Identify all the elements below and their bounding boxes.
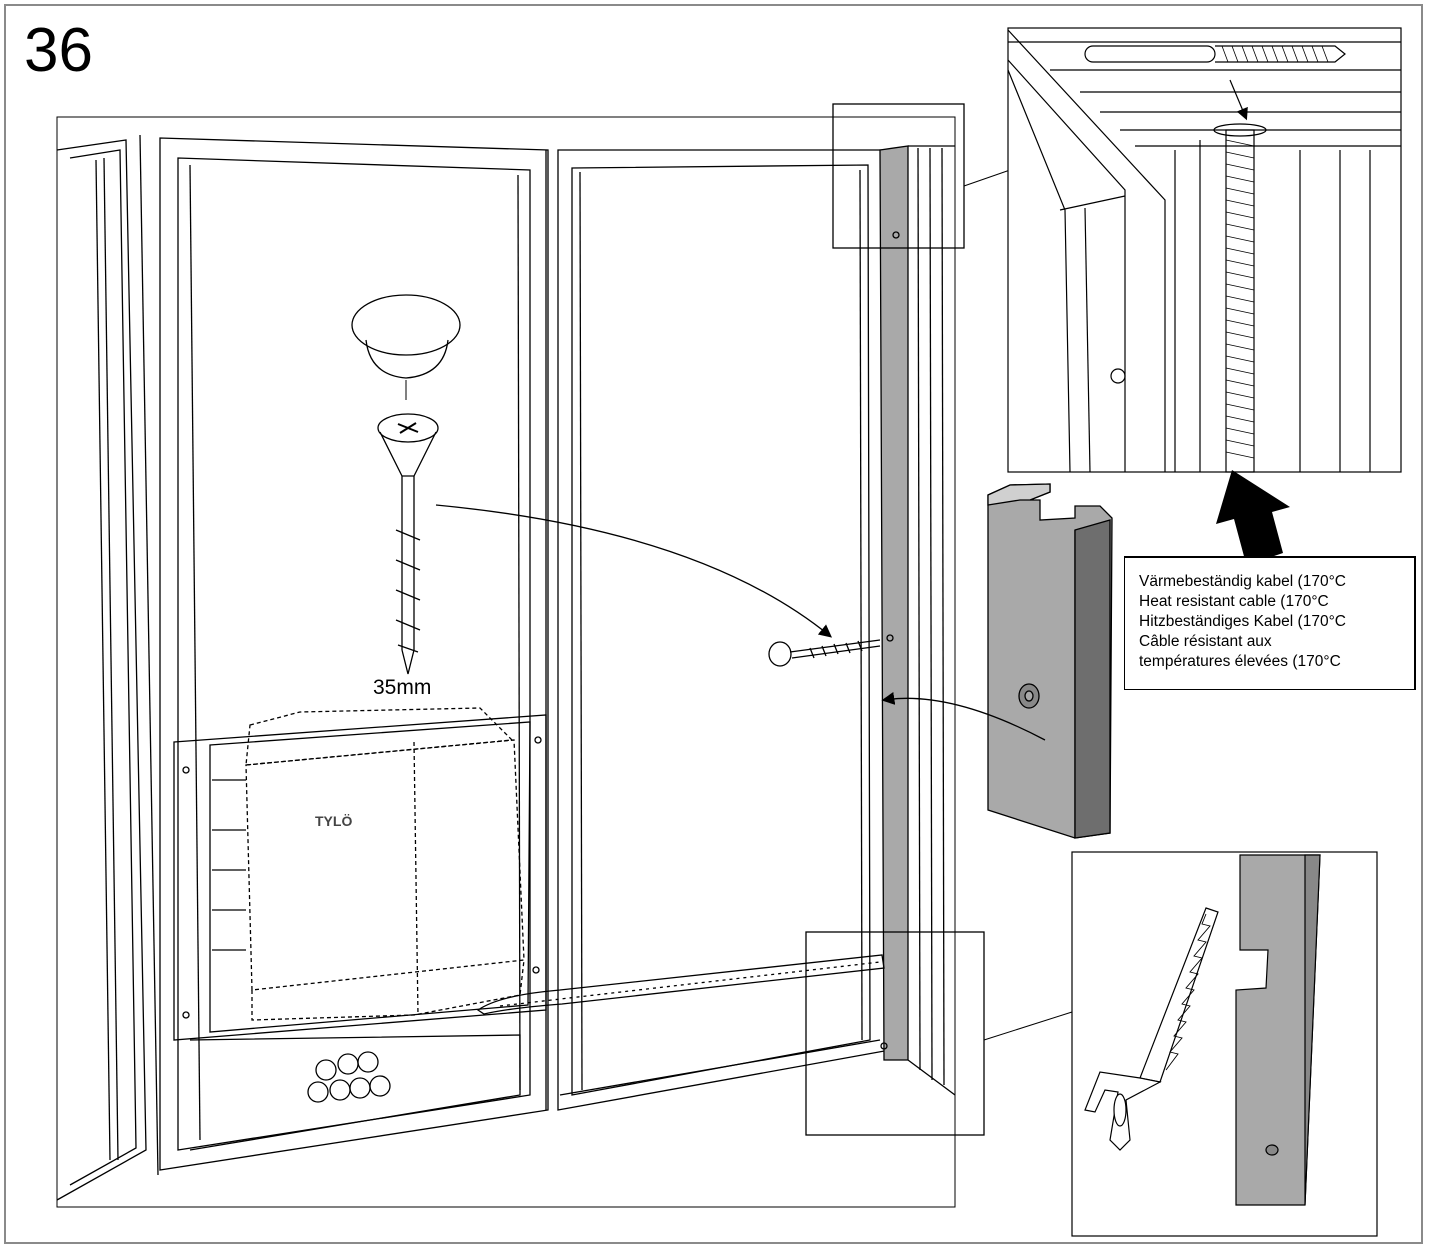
cable-note-line-fr-2: températures élevées (170°C — [1139, 653, 1341, 670]
hand-saw-icon — [1084, 907, 1219, 1151]
detail-top-right — [1007, 27, 1402, 473]
cable-note-line-de: Hitzbeständiges Kabel (170°C — [1139, 613, 1346, 630]
detail-bottom-right — [1071, 851, 1378, 1237]
step-number: 36 — [24, 16, 93, 85]
heat-resistant-cable — [476, 954, 885, 1015]
page-frame — [4, 4, 1423, 1244]
screw-35mm — [377, 413, 439, 675]
right-door-frame — [557, 149, 891, 1111]
screw-length-label: 35mm — [373, 676, 432, 699]
heater-brand-mark: TYLÖ — [315, 813, 352, 829]
cable-note-line-fr-1: Câble résistant aux — [1139, 633, 1272, 650]
detail-marker-bottom — [805, 931, 985, 1136]
left-wall-panel — [56, 139, 147, 1201]
vent-holes — [307, 1051, 391, 1103]
cable-note-box: Värmebeständig kabel (170°C Heat resista… — [1124, 556, 1416, 690]
cable-coil-vertical — [1225, 139, 1255, 459]
heater-backplate — [173, 714, 547, 1041]
cable-note-line-en: Heat resistant cable (170°C — [1139, 593, 1329, 610]
right-wall-panel — [907, 145, 956, 1096]
sauna-heater — [245, 707, 525, 1021]
small-screw — [768, 639, 881, 667]
screw-cap-plug — [351, 294, 461, 379]
main-view: TYLÖ — [56, 103, 1073, 1208]
frame-profile-piece — [881, 483, 1113, 839]
corner-post — [879, 145, 909, 1061]
left-door-frame — [139, 134, 549, 1176]
detail-marker-top — [832, 103, 965, 249]
cable-note-line-sv: Värmebeständig kabel (170°C — [1139, 573, 1346, 590]
cable-pointer-arrow — [1216, 470, 1290, 560]
